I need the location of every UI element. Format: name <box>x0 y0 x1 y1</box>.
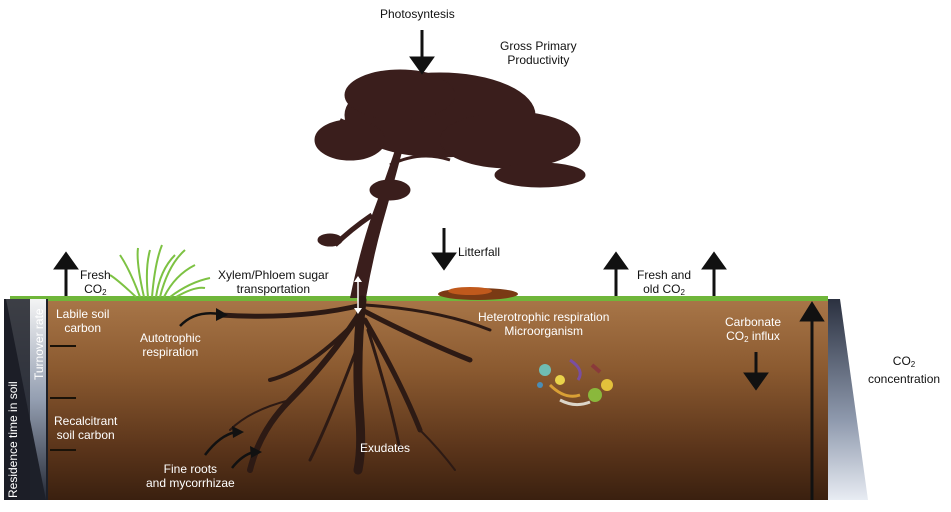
turnover-rate-label: Turnover rate <box>32 308 46 380</box>
fresh-old-co2-label: Fresh and old CO2 <box>637 268 692 297</box>
fresh-co2-left-label: Fresh CO2 <box>80 268 111 297</box>
roots <box>217 295 492 475</box>
photosynthesis-label: Photosyntesis <box>380 7 455 21</box>
arrows <box>53 30 825 500</box>
co2-concentration-wedge <box>828 299 868 500</box>
grass-tuft <box>109 244 211 298</box>
residence-time-label: Residence time in soil <box>6 381 20 498</box>
exudates-label: Exudates <box>360 441 411 455</box>
autotrophic-arrow <box>179 312 221 327</box>
microorganisms <box>537 358 613 407</box>
co2-concentration-label: CO2 concentration <box>868 354 941 386</box>
tree <box>314 69 586 298</box>
soil-surface-grass <box>10 296 828 301</box>
carbonate-influx-label: Carbonate CO2 influx <box>725 315 782 344</box>
soil-block <box>10 299 828 500</box>
litterfall-label: Litterfall <box>458 245 501 259</box>
